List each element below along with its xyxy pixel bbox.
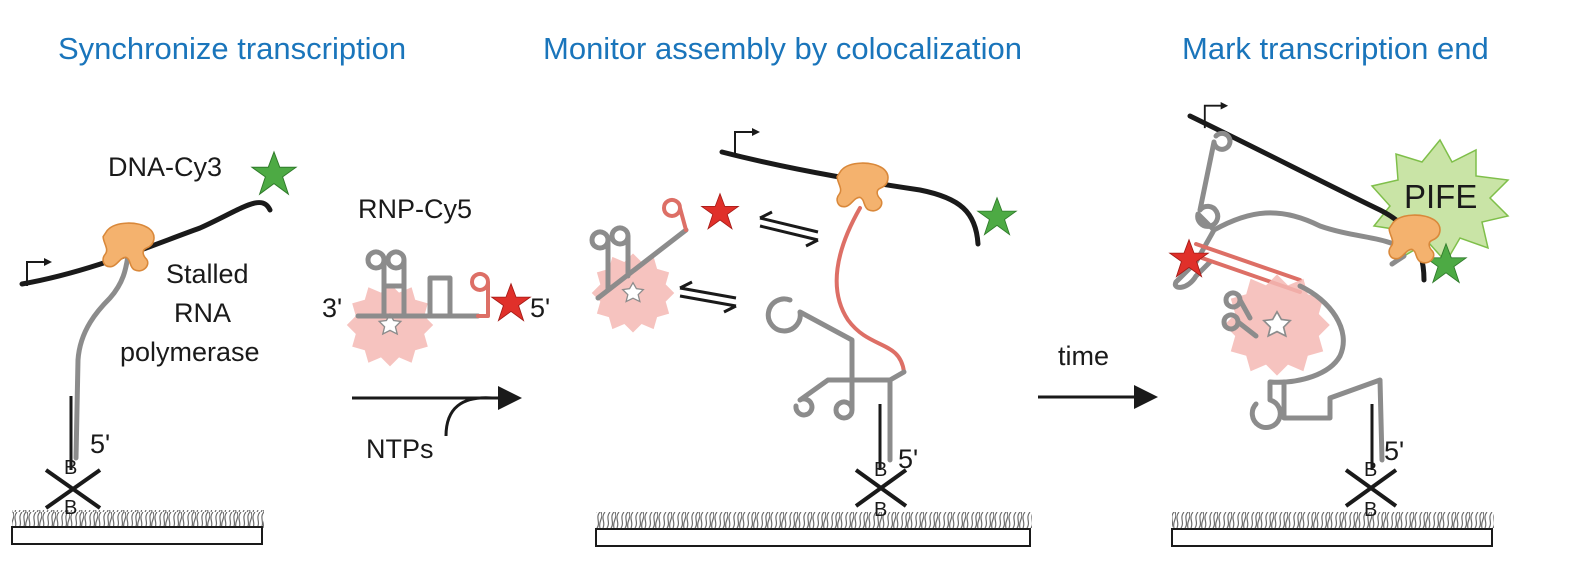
peg-brush bbox=[12, 510, 264, 528]
nascent-rna bbox=[73, 253, 131, 461]
biotin-label-bottom: B bbox=[64, 497, 77, 519]
heading-mark-end: Mark transcription end bbox=[1182, 31, 1489, 66]
dna-template bbox=[719, 149, 981, 247]
cy3-star-icon bbox=[977, 197, 1017, 236]
rna-lower-structure bbox=[1221, 283, 1385, 463]
nascent-rna-probe bbox=[834, 206, 906, 374]
biotin-cross-icon bbox=[854, 468, 908, 508]
five-prime-label: 5' bbox=[1384, 436, 1404, 466]
equilibrium-arrows-icon bbox=[679, 280, 737, 314]
rnp-cy5-label: RNP-Cy5 bbox=[358, 194, 472, 224]
five-prime-label: 5' bbox=[90, 429, 110, 459]
heading-monitor: Monitor assembly by colocalization bbox=[543, 31, 1022, 66]
panel-monitor: B B 5' bbox=[589, 128, 1032, 547]
biotin-label-top: B bbox=[64, 457, 77, 479]
surface-3 bbox=[1171, 512, 1494, 547]
heading-synchronize: Synchronize transcription bbox=[58, 31, 406, 66]
transition-rnp: RNP-Cy5 3' 5' NTPs bbox=[322, 194, 550, 464]
promoter-arrow-icon bbox=[734, 128, 761, 157]
peg-brush bbox=[1172, 512, 1494, 530]
five-prime-label: 5' bbox=[898, 444, 918, 474]
rnp-five-prime-label: 5' bbox=[530, 293, 550, 323]
dna-template bbox=[19, 200, 273, 287]
transcribing-polymerase bbox=[836, 162, 889, 212]
terminal-polymerase bbox=[1388, 214, 1441, 264]
rnp-complex-icon bbox=[346, 282, 434, 368]
cy5-star-icon bbox=[491, 283, 531, 322]
rnp-probe-rna bbox=[470, 272, 490, 318]
glass-slide bbox=[1171, 528, 1493, 547]
ntps-label: NTPs bbox=[366, 434, 434, 464]
time-arrow-head-icon bbox=[1134, 385, 1158, 409]
rnp-rna-structure bbox=[589, 225, 689, 301]
rnp-rna-structure bbox=[355, 249, 481, 319]
rnp-three-prime-label: 3' bbox=[322, 293, 342, 323]
biotin-label-bottom: B bbox=[1364, 499, 1377, 521]
polymerase-label-line1: Stalled bbox=[166, 259, 249, 289]
biotin-label-top: B bbox=[1364, 459, 1377, 481]
biotin-label-top: B bbox=[874, 459, 887, 481]
dna-cy3-label: DNA-Cy3 bbox=[108, 152, 222, 182]
cy5-star-icon bbox=[701, 193, 739, 230]
rnp-probe-rna bbox=[662, 198, 688, 232]
panel-synchronize: B B 5' DNA-Cy3 Stalled RNA polymerase bbox=[11, 151, 297, 545]
pife-label: PIFE bbox=[1404, 178, 1477, 215]
equilibrium-arrows-icon bbox=[759, 210, 819, 248]
time-label: time bbox=[1058, 341, 1109, 371]
ntp-arrow-head-icon bbox=[498, 386, 522, 410]
nascent-rna-structure bbox=[765, 296, 907, 463]
transition-time: time bbox=[1038, 341, 1158, 409]
biotin-label-bottom: B bbox=[874, 499, 887, 521]
polymerase-label-line2: RNA bbox=[174, 298, 231, 328]
rna-upper-structure bbox=[1172, 130, 1407, 290]
panel-mark-end: PIFE B B 5' bbox=[1169, 102, 1510, 547]
peg-brush bbox=[596, 512, 1032, 530]
biotin-cross-icon bbox=[1344, 468, 1398, 508]
ntp-curve bbox=[444, 396, 493, 437]
biotin-cross-icon bbox=[44, 468, 102, 510]
glass-slide bbox=[595, 528, 1031, 547]
cy3-star-icon bbox=[251, 151, 297, 195]
glass-slide bbox=[11, 526, 263, 545]
polymerase-label-line3: polymerase bbox=[120, 337, 260, 367]
surface-2 bbox=[595, 512, 1032, 547]
surface-1 bbox=[11, 510, 264, 545]
